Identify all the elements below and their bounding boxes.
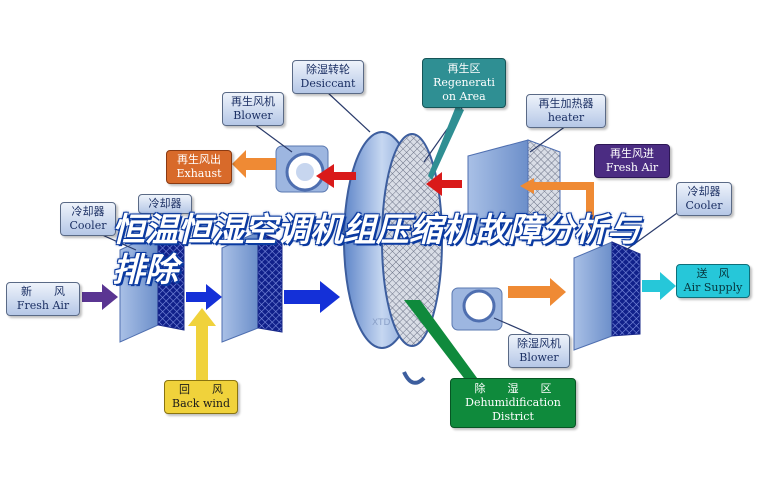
label-dehum-district: 除 湿 区 Dehumidification District (450, 378, 576, 428)
regen-heater-shape (467, 139, 561, 237)
label-regen-blower: 再生风机 Blower (222, 92, 284, 126)
label-regen-area-cn: 再生区 (447, 62, 481, 75)
label-regen-area: 再生区 Regenerati on Area (422, 58, 506, 108)
red-arrow-2 (426, 172, 462, 196)
label-regen-fresh-cn: 再生风进 (610, 147, 654, 160)
label-dehum-district-en1: Dehumidification (465, 396, 561, 409)
dehum-district-pointer (404, 300, 480, 386)
connector-lines (99, 91, 685, 339)
orange-arrow-regen-in (534, 182, 594, 234)
label-fresh-air: 新 风 Fresh Air (6, 282, 80, 316)
label-dehum-district-cn: 除 湿 区 (474, 382, 552, 395)
label-cooler-left-cn: 冷却器 (71, 205, 105, 218)
label-desiccant-cn: 除湿转轮 (306, 63, 350, 76)
dehum-blower-shape (451, 287, 503, 331)
label-desiccant-en: Desiccant (300, 77, 356, 90)
orange-arrow-exhaust (232, 150, 276, 178)
orange-arrow-supply (508, 278, 566, 306)
label-fresh-air-cn: 新 风 (21, 285, 65, 298)
label-back-wind-cn: 回 风 (179, 383, 223, 396)
cooler-left-shape (119, 231, 185, 343)
label-fresh-air-en: Fresh Air (16, 299, 70, 312)
label-air-supply-en: Air Supply (683, 281, 743, 294)
label-regen-heater-cn: 再生加热器 (538, 97, 594, 110)
label-cooler-mid-cn: 冷却器 (148, 197, 182, 210)
regen-blower-shape (275, 145, 329, 193)
label-cooler-mid: 冷却器 (138, 194, 192, 214)
cooler-right-shape (573, 241, 641, 351)
label-regen-exhaust: 再生风出 Exhaust (166, 150, 232, 184)
orange-arrow-regen-in-head (520, 178, 534, 194)
label-regen-area-en1: Regenerati (433, 76, 495, 89)
label-regen-heater: 再生加热器 heater (526, 94, 606, 128)
label-cooler-left-en: Cooler (69, 219, 107, 232)
label-desiccant: 除湿转轮 Desiccant (292, 60, 364, 94)
label-dehum-blower: 除湿风机 Blower (508, 334, 570, 368)
label-regen-fresh-en: Fresh Air (605, 161, 659, 174)
label-regen-exhaust-cn: 再生风出 (177, 153, 221, 166)
label-regen-blower-cn: 再生风机 (231, 95, 275, 108)
label-regen-blower-en: Blower (233, 109, 273, 122)
label-regen-exhaust-en: Exhaust (176, 167, 222, 180)
label-cooler-right-cn: 冷却器 (687, 185, 721, 198)
label-cooler-right-en: Cooler (685, 199, 723, 212)
label-dehum-district-en2: District (492, 410, 534, 423)
page-title: 恒温恒湿空调机组压缩机故障分析与排除 (112, 210, 640, 289)
blue-arrow-1 (186, 284, 222, 310)
label-regen-area-en2: on Area (442, 90, 486, 103)
label-regen-heater-en: heater (547, 111, 585, 124)
label-air-supply-cn: 送 风 (696, 267, 730, 280)
cooler-mid-shape (221, 231, 283, 343)
blue-arrow-2 (284, 281, 340, 313)
yellow-arrow-back (188, 308, 216, 380)
purple-arrow-fresh (82, 284, 118, 310)
regen-area-pointer (428, 106, 464, 180)
watermark: XTD (372, 318, 391, 328)
label-dehum-blower-cn: 除湿风机 (517, 337, 561, 350)
cyan-arrow-supply (642, 272, 676, 300)
label-dehum-blower-en: Blower (519, 351, 559, 364)
label-back-wind: 回 风 Back wind (164, 380, 238, 414)
label-cooler-left: 冷却器 Cooler (60, 202, 116, 236)
red-arrow-1 (316, 164, 356, 188)
desiccant-wheel-shape (343, 131, 443, 385)
label-back-wind-en: Back wind (171, 397, 231, 410)
label-regen-fresh: 再生风进 Fresh Air (594, 144, 670, 178)
label-air-supply: 送 风 Air Supply (676, 264, 750, 298)
label-cooler-right: 冷却器 Cooler (676, 182, 732, 216)
